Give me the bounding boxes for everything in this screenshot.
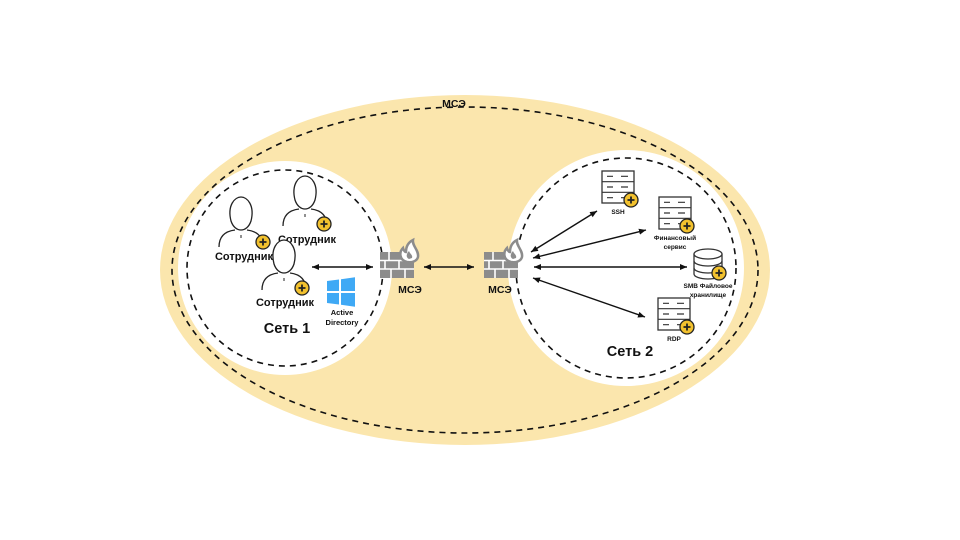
plus-badge-icon [679, 319, 695, 335]
service-label-line1: Финансовый [654, 234, 696, 242]
firewall-label: МСЭ [488, 284, 512, 296]
active-directory[interactable]: Active Directory [326, 277, 360, 327]
service-smb[interactable]: SMB Файловое хранилище [684, 248, 733, 299]
ad-label-line2: Directory [326, 318, 360, 327]
link-firewall2-finance [532, 228, 647, 260]
plus-badge-icon [679, 218, 695, 234]
link-firewall2-rdp [532, 277, 646, 318]
service-label-line2: хранилище [690, 292, 727, 299]
service-finance[interactable]: Финансовый сервис [654, 196, 696, 251]
employee-3[interactable]: Сотрудник [256, 239, 315, 309]
network2-label: Сеть 2 [607, 344, 653, 360]
employee-1[interactable]: Сотрудник [215, 196, 274, 263]
service-ssh[interactable]: SSH [601, 170, 639, 216]
firewall-1[interactable]: МСЭ [378, 238, 422, 296]
plus-badge-icon [316, 216, 332, 232]
windows-logo-icon [327, 277, 355, 307]
service-rdp[interactable]: RDP [657, 297, 695, 343]
service-label-line1: SMB Файловое [684, 282, 733, 290]
network1-label: Сеть 1 [264, 321, 310, 337]
employee-2[interactable]: Сотрудник [278, 175, 337, 246]
plus-badge-icon [711, 265, 727, 281]
employee-label: Сотрудник [278, 234, 337, 246]
service-label-line2: сервис [664, 244, 687, 251]
employee-label: Сотрудник [215, 251, 274, 263]
firewall-label: МСЭ [398, 284, 422, 296]
plus-badge-icon [623, 192, 639, 208]
plus-badge-icon [294, 280, 310, 296]
firewall-2[interactable]: МСЭ [482, 238, 524, 296]
employee-label: Сотрудник [256, 297, 315, 309]
service-label: RDP [667, 336, 681, 343]
ad-label-line1: Active [331, 308, 354, 317]
outer-zone-border [171, 106, 759, 434]
service-label: SSH [611, 209, 625, 216]
plus-badge-icon [255, 234, 271, 250]
outer-zone-label: МСЭ [442, 98, 466, 110]
